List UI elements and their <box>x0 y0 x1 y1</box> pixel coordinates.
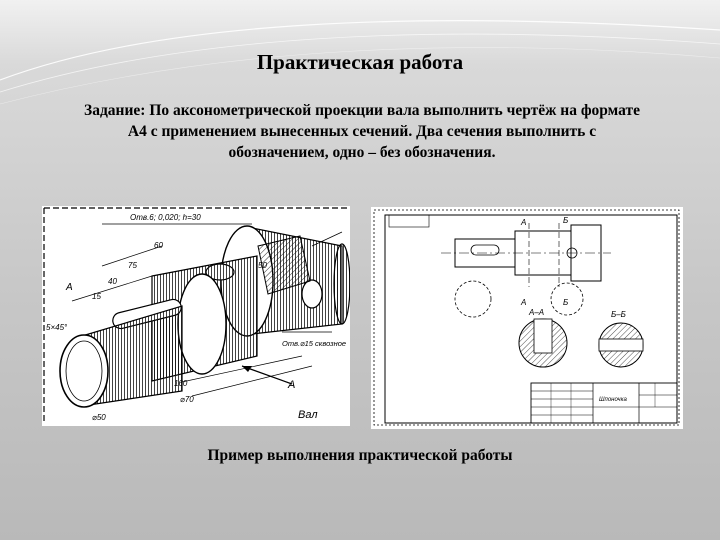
figure-caption: Пример выполнения практической работы <box>207 447 513 464</box>
part-name-label: Вал <box>298 409 318 421</box>
section-a-bottom-label: A <box>287 379 295 391</box>
title-block: Шпоночка <box>530 382 678 424</box>
dim-d70-label: ⌀70 <box>180 395 194 404</box>
slide-title: Практическая работа <box>256 50 464 74</box>
hole-note-label: Отв.⌀15 сквозное <box>282 339 346 348</box>
dim-15-label: 15 <box>92 292 101 301</box>
shaft-drawing: Отв.6; 0,020; h=30 60 75 40 15 5×45° 50 … <box>43 207 351 424</box>
b-bottom-label: Б <box>563 298 568 307</box>
task-line-3: обозначением, одно – без обозначения. <box>228 144 496 161</box>
a-top-label: A <box>520 218 526 227</box>
section-a-top-label: A <box>65 282 73 293</box>
title-block-name: Шпоночка <box>599 397 627 403</box>
task-text: Задание: По аксонометрической проекции в… <box>36 100 688 163</box>
dim-5x45-label: 5×45° <box>46 323 68 332</box>
b-top-label: Б <box>563 216 568 225</box>
dim-75-label: 75 <box>128 261 137 270</box>
task-line-1: Задание: По аксонометрической проекции в… <box>84 102 640 119</box>
a-bottom-label: A <box>520 298 526 307</box>
dim-40-label: 40 <box>108 277 117 286</box>
drawing-sheet-figure: A Б A Б A–A Б–Б Шпоночка <box>371 207 683 429</box>
tolerance-label: Отв.6; 0,020; h=30 <box>130 213 201 222</box>
decorative-swoosh <box>0 20 720 105</box>
dim-50-label: 50 <box>258 261 267 270</box>
dim-60-label: 60 <box>154 241 163 250</box>
section-bb-label: Б–Б <box>611 310 626 319</box>
drawing-sheet: A Б A Б A–A Б–Б Шпоночка <box>373 209 680 426</box>
dim-d50-label: ⌀50 <box>92 413 106 422</box>
axonometric-shaft-figure: Отв.6; 0,020; h=30 60 75 40 15 5×45° 50 … <box>42 206 351 426</box>
task-line-2: А4 с применением вынесенных сечений. Два… <box>127 123 597 140</box>
section-aa-label: A–A <box>528 308 544 317</box>
dim-160-label: 160 <box>174 379 188 388</box>
